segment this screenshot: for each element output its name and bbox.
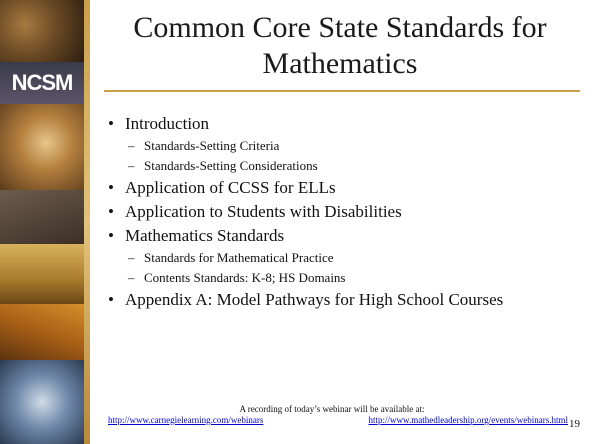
slide-footer: A recording of today’s webinar will be a… [92, 404, 572, 427]
bullet-disabilities: Application to Students with Disabilitie… [108, 200, 586, 224]
bullet-ells: Application of CCSS for ELLs [108, 176, 586, 200]
sidebar-image-5 [0, 244, 84, 304]
recording-note: A recording of today’s webinar will be a… [239, 404, 425, 414]
title-underline [104, 90, 580, 92]
sidebar-image-6 [0, 304, 84, 360]
slide-bullets: Introduction Standards-Setting Criteria … [108, 112, 586, 312]
sidebar-image-4 [0, 190, 84, 244]
gold-divider-bar [84, 0, 90, 444]
mathed-webinars-link[interactable]: http://www.mathedleadership.org/events/w… [368, 415, 568, 425]
bullet-introduction: Introduction [108, 112, 586, 136]
page-number: 19 [569, 418, 580, 430]
subbullet-practice: Standards for Mathematical Practice [108, 248, 586, 268]
bullet-appendix: Appendix A: Model Pathways for High Scho… [108, 288, 586, 312]
carnegie-webinars-link[interactable]: http://www.carnegielearning.com/webinars [108, 415, 264, 425]
bullet-math-standards: Mathematics Standards [108, 224, 586, 248]
decorative-sidebar: NCSM [0, 0, 84, 444]
subbullet-content: Contents Standards: K-8; HS Domains [108, 268, 586, 288]
slide-title: Common Core State Standards for Mathemat… [133, 11, 547, 80]
subbullet-criteria: Standards-Setting Criteria [108, 136, 586, 156]
footer-links: http://www.carnegielearning.com/webinars… [92, 415, 572, 427]
sidebar-image-3 [0, 104, 84, 190]
ncsm-logo: NCSM [11, 70, 74, 95]
sidebar-image-globe [0, 360, 84, 444]
sidebar-image-2 [0, 62, 84, 104]
subbullet-considerations: Standards-Setting Considerations [108, 156, 586, 176]
sidebar-image-1 [0, 0, 84, 62]
